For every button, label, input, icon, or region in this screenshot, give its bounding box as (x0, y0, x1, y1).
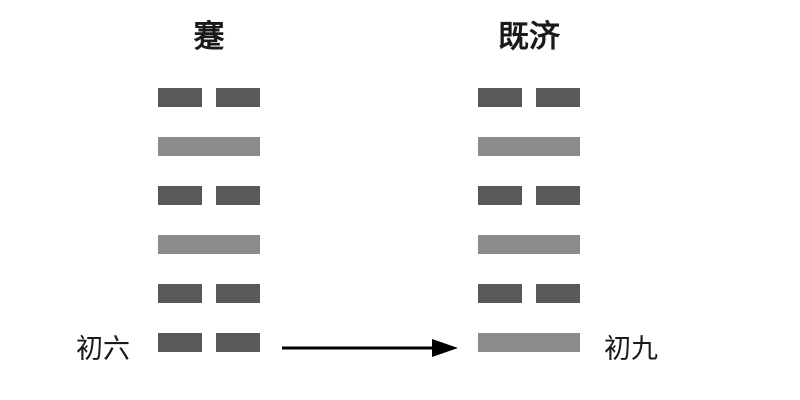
hexagram-right-title: 既济 (498, 19, 560, 55)
line-segment (216, 333, 260, 352)
line-segment (536, 284, 580, 303)
hexagram-left-line-4 (158, 186, 260, 205)
hexagram-right-lines (478, 88, 580, 352)
line-segment (478, 284, 522, 303)
hexagram-left-line-6 (158, 88, 260, 107)
line-segment (478, 137, 580, 156)
line-segment (478, 235, 580, 254)
hexagram-right-line-2 (478, 284, 580, 303)
line-segment (216, 284, 260, 303)
line-segment (216, 88, 260, 107)
hexagram-right-line-1 (478, 333, 580, 352)
hexagram-right-line-6 (478, 88, 580, 107)
changing-line-label-left: 初六 (76, 334, 130, 365)
right-arrow-icon (282, 339, 458, 357)
line-segment (216, 186, 260, 205)
hexagram-left-line-1 (158, 333, 260, 352)
line-segment (478, 88, 522, 107)
line-segment (478, 333, 580, 352)
hexagram-right-line-5 (478, 137, 580, 156)
line-segment (158, 284, 202, 303)
hexagram-right-line-4 (478, 186, 580, 205)
line-segment (158, 333, 202, 352)
line-segment (158, 88, 202, 107)
hexagram-left-line-2 (158, 284, 260, 303)
hexagram-left-line-5 (158, 137, 260, 156)
hexagram-left-title: 蹇 (193, 19, 225, 55)
hexagram-right: 既济 (478, 22, 580, 352)
changing-line-label-right: 初九 (604, 334, 658, 365)
line-segment (536, 88, 580, 107)
hexagram-left-lines (158, 88, 260, 352)
line-segment (158, 235, 260, 254)
line-segment (478, 186, 522, 205)
hexagram-left: 蹇 (158, 22, 260, 352)
hexagram-left-line-3 (158, 235, 260, 254)
hexagram-right-line-3 (478, 235, 580, 254)
line-segment (158, 137, 260, 156)
line-segment (536, 186, 580, 205)
line-segment (158, 186, 202, 205)
